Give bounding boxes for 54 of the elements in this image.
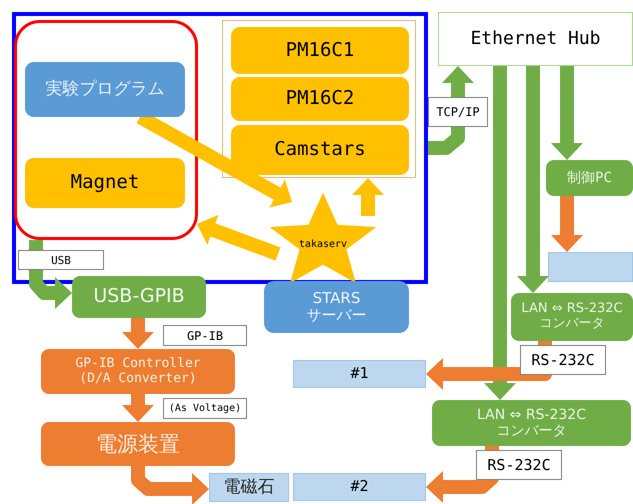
edge-label: USB [18,250,104,270]
interface-box [72,276,206,318]
box-label: #1 [350,365,369,383]
block-arrow [352,178,384,216]
client-box [231,27,409,74]
box-label: Camstars [274,139,366,161]
box-label: Ethernet Hub [470,28,601,50]
detector-box [548,252,633,282]
device-box [293,360,426,388]
block-arrow [122,318,154,349]
program-group-box [14,20,198,240]
box-label: 実験プログラム [46,80,164,100]
hub-box [438,12,633,66]
block-arrow [551,196,583,252]
edge-label: TCP/IP [428,97,488,127]
edge-label: RS-232C [520,345,606,375]
block-arrow [484,66,516,400]
client-box [231,77,409,121]
block-arrow [122,394,154,422]
edge-label: RS-232C [476,450,562,480]
block-arrow [517,66,549,293]
client-box [25,158,185,208]
program-box [25,62,185,117]
converter-box [432,400,631,446]
box-label: 制御PC [567,170,612,186]
converter-box [511,293,633,341]
client-group-box [222,20,416,178]
power-supply-box [41,422,235,466]
box-label: #2 [350,478,369,496]
server-box [264,281,409,333]
block-arrow [194,214,280,261]
client-box [231,125,409,175]
device-box [293,473,426,501]
block-arrow [131,466,209,504]
box-label: PM16C1 [286,40,354,62]
block-arrow [426,341,552,390]
block-arrow [551,66,583,160]
server-frame [12,12,428,284]
box-label: takaserv [298,239,348,251]
edge-label: (As Voltage) [163,398,247,419]
box-label: STARS サーバー [306,290,368,324]
edge-label: GP-IB [163,325,247,346]
box-label: PM16C2 [286,88,354,110]
box-label: Magnet [70,172,140,194]
box-label: USB-GPIB [93,286,185,308]
box-label: 電源装置 [96,432,180,456]
box-label: 電磁石 [224,478,274,498]
controller-box [41,349,235,394]
box-label: LAN ⇔ RS-232C コンバータ [476,406,587,440]
box-label: GP-IB Controller (D/A Converter) [74,356,202,386]
block-arrow [428,66,474,155]
magnet-box [209,473,289,502]
pc-box [546,160,633,196]
box-label: LAN ⇔ RS-232C コンバータ [520,302,624,332]
